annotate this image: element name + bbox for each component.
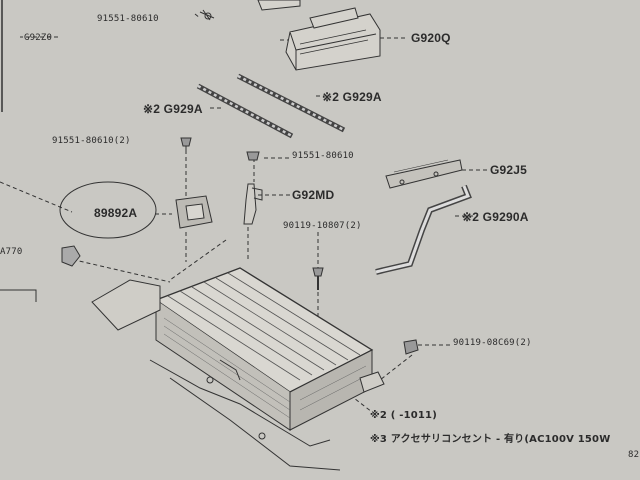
bolt-left-part bbox=[180, 137, 192, 152]
g9290a-part bbox=[375, 184, 472, 275]
bolt-mid-part bbox=[246, 151, 260, 161]
g920q-part bbox=[285, 7, 381, 71]
bolt-right-part bbox=[403, 339, 419, 355]
callout-89892a: 89892A bbox=[94, 206, 138, 220]
89892a-outline bbox=[59, 181, 157, 239]
a770-part bbox=[61, 245, 81, 267]
callout-bolt-center: 90119-10807(2) bbox=[283, 221, 362, 231]
callout-g92j5: G92J5 bbox=[490, 163, 528, 177]
leader-lines bbox=[0, 13, 488, 413]
callout-g920q: G920Q bbox=[411, 31, 451, 45]
g920q-tab bbox=[257, 0, 301, 11]
battery-module bbox=[154, 267, 374, 431]
g929a-strip-left bbox=[196, 83, 294, 139]
note-3: ※3 アクセサリコンセント - 有り(AC100V 150W bbox=[370, 434, 611, 445]
callout-bolt-mid: 91551-80610 bbox=[292, 151, 354, 161]
page-number: 82 bbox=[628, 450, 640, 460]
bolt-top-part bbox=[199, 9, 215, 21]
lower-frame bbox=[91, 279, 385, 471]
callout-g929a-left: ※2 G929A bbox=[143, 102, 203, 116]
bolt-center-part bbox=[312, 267, 324, 290]
callout-a770: A770 bbox=[0, 247, 23, 257]
g92j5-part bbox=[385, 159, 463, 189]
note-2: ※2 ( -1011) bbox=[370, 410, 437, 421]
callout-bolt-left: 91551-80610(2) bbox=[52, 136, 131, 146]
89892a-part bbox=[175, 195, 213, 229]
callout-g92md: G92MD bbox=[292, 188, 335, 202]
callout-g929a-right: ※2 G929A bbox=[322, 90, 382, 104]
g92md-part bbox=[243, 183, 263, 225]
callout-g92z0: G92Z0 bbox=[24, 33, 53, 43]
g929a-strip-right bbox=[236, 73, 346, 133]
frame-bracket bbox=[0, 289, 37, 302]
callout-g9290a: ※2 G9290A bbox=[462, 210, 529, 224]
callout-bolt-right: 90119-08C69(2) bbox=[453, 338, 532, 348]
callout-bolt-top: 91551-80610 bbox=[97, 14, 159, 24]
